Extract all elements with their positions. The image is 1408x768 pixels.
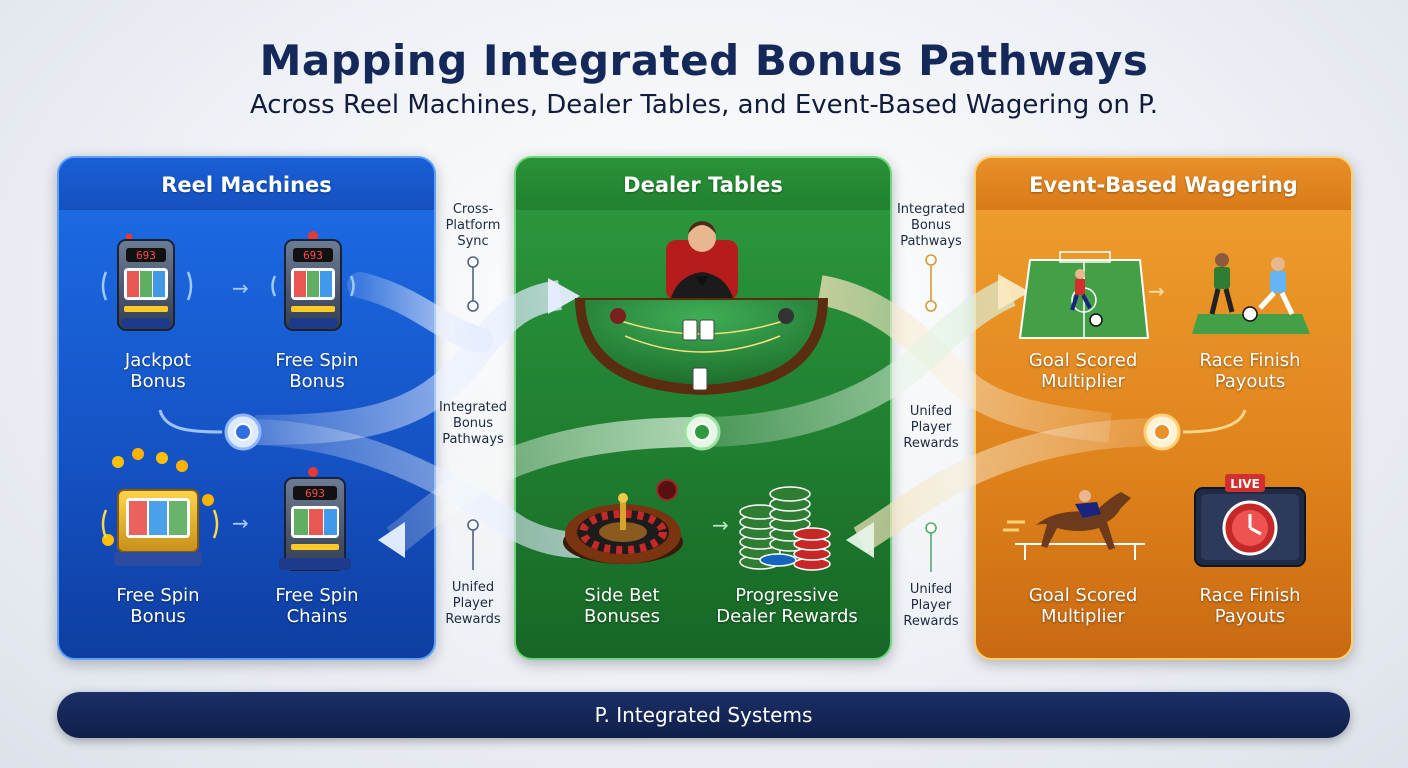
soccer-players-icon	[1192, 253, 1310, 334]
roulette-wheel-icon	[563, 479, 683, 564]
horse-race-icon	[1003, 490, 1145, 560]
chip-stacks-icon	[739, 486, 831, 571]
reel-machines-title: Reel Machines	[59, 158, 434, 210]
soccer-field-icon	[1018, 251, 1150, 339]
svg-text:693: 693	[305, 487, 325, 500]
arrow-icon: →	[712, 513, 729, 537]
slot-machine-icon: 693	[101, 234, 193, 331]
arrow-icon: →	[232, 276, 249, 300]
arrow-icon: →	[232, 511, 249, 535]
connector-pins	[467, 254, 937, 572]
slot-machine-icon: 693	[271, 231, 355, 331]
event-wagering-title: Event-Based Wagering	[976, 158, 1351, 210]
event-hub-node	[1143, 409, 1247, 451]
live-timer-icon: LIVE	[1194, 474, 1306, 567]
svg-text:693: 693	[303, 249, 323, 262]
page-title: Mapping Integrated Bonus Pathways	[259, 36, 1149, 85]
live-badge: LIVE	[1230, 477, 1260, 491]
footer-bar: P. Integrated Systems	[57, 692, 1350, 738]
svg-text:693: 693	[136, 249, 156, 262]
blackjack-dealer-table-icon	[575, 221, 828, 395]
slot-machine-icon: 693	[279, 467, 351, 571]
reel-hub-node	[158, 409, 262, 451]
flow-ribbons	[254, 272, 1163, 558]
arrow-icon: →	[1148, 279, 1165, 303]
page-subtitle: Across Reel Machines, Dealer Tables, and…	[249, 90, 1159, 120]
dealer-hub-node	[683, 413, 721, 451]
slot-machine-coins-icon	[101, 448, 219, 566]
dealer-tables-title: Dealer Tables	[516, 158, 890, 210]
